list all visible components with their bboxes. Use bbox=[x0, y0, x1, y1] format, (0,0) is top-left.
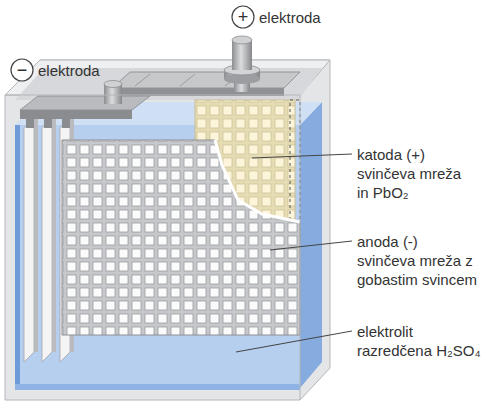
plate bbox=[42, 118, 52, 362]
polarity-sign: − bbox=[11, 59, 33, 81]
terminal-top bbox=[232, 36, 252, 44]
plate bbox=[24, 118, 34, 362]
strap-tooth bbox=[26, 119, 34, 128]
casing-edge bbox=[300, 95, 301, 400]
positive-strap-top bbox=[112, 72, 300, 88]
negative-strap-top bbox=[20, 96, 150, 110]
leader-line bbox=[270, 241, 352, 250]
positive-terminal bbox=[232, 40, 252, 70]
leader-line bbox=[236, 331, 352, 352]
electrolyte-bottom bbox=[15, 384, 300, 390]
negative-strap-front bbox=[20, 110, 132, 119]
part-description: svinčeva mreža in PbO₂ bbox=[357, 164, 469, 202]
plate-edge bbox=[52, 118, 56, 352]
electrolyte-edge bbox=[15, 125, 20, 390]
polarity-circle bbox=[11, 59, 33, 81]
part-description: razredčena H₂SO₄ bbox=[357, 341, 481, 360]
negative-plate bbox=[62, 140, 300, 335]
part-label: katoda (+) bbox=[357, 145, 425, 164]
polarity-circle bbox=[232, 6, 254, 28]
battery-casing bbox=[5, 60, 330, 400]
terminal-label: elektroda bbox=[259, 8, 321, 27]
terminal-label: elektroda bbox=[38, 61, 100, 80]
strap-tooth bbox=[44, 119, 52, 128]
terminal-top bbox=[104, 81, 122, 88]
part-description: svinčeva mreža z gobastim svincem bbox=[357, 251, 483, 289]
strap-tooth bbox=[62, 119, 70, 128]
strap-ridge bbox=[180, 74, 195, 86]
plate-edge bbox=[34, 118, 38, 352]
part-label: elektrolit bbox=[357, 322, 413, 341]
strap-ridge bbox=[135, 74, 150, 86]
cutaway-edge bbox=[215, 140, 300, 222]
polarity-sign: + bbox=[232, 6, 254, 28]
leader-line bbox=[252, 154, 352, 158]
casing-edge bbox=[5, 95, 300, 96]
terminal-ring-bottom bbox=[224, 74, 260, 84]
part-label: anoda (-) bbox=[357, 232, 418, 251]
